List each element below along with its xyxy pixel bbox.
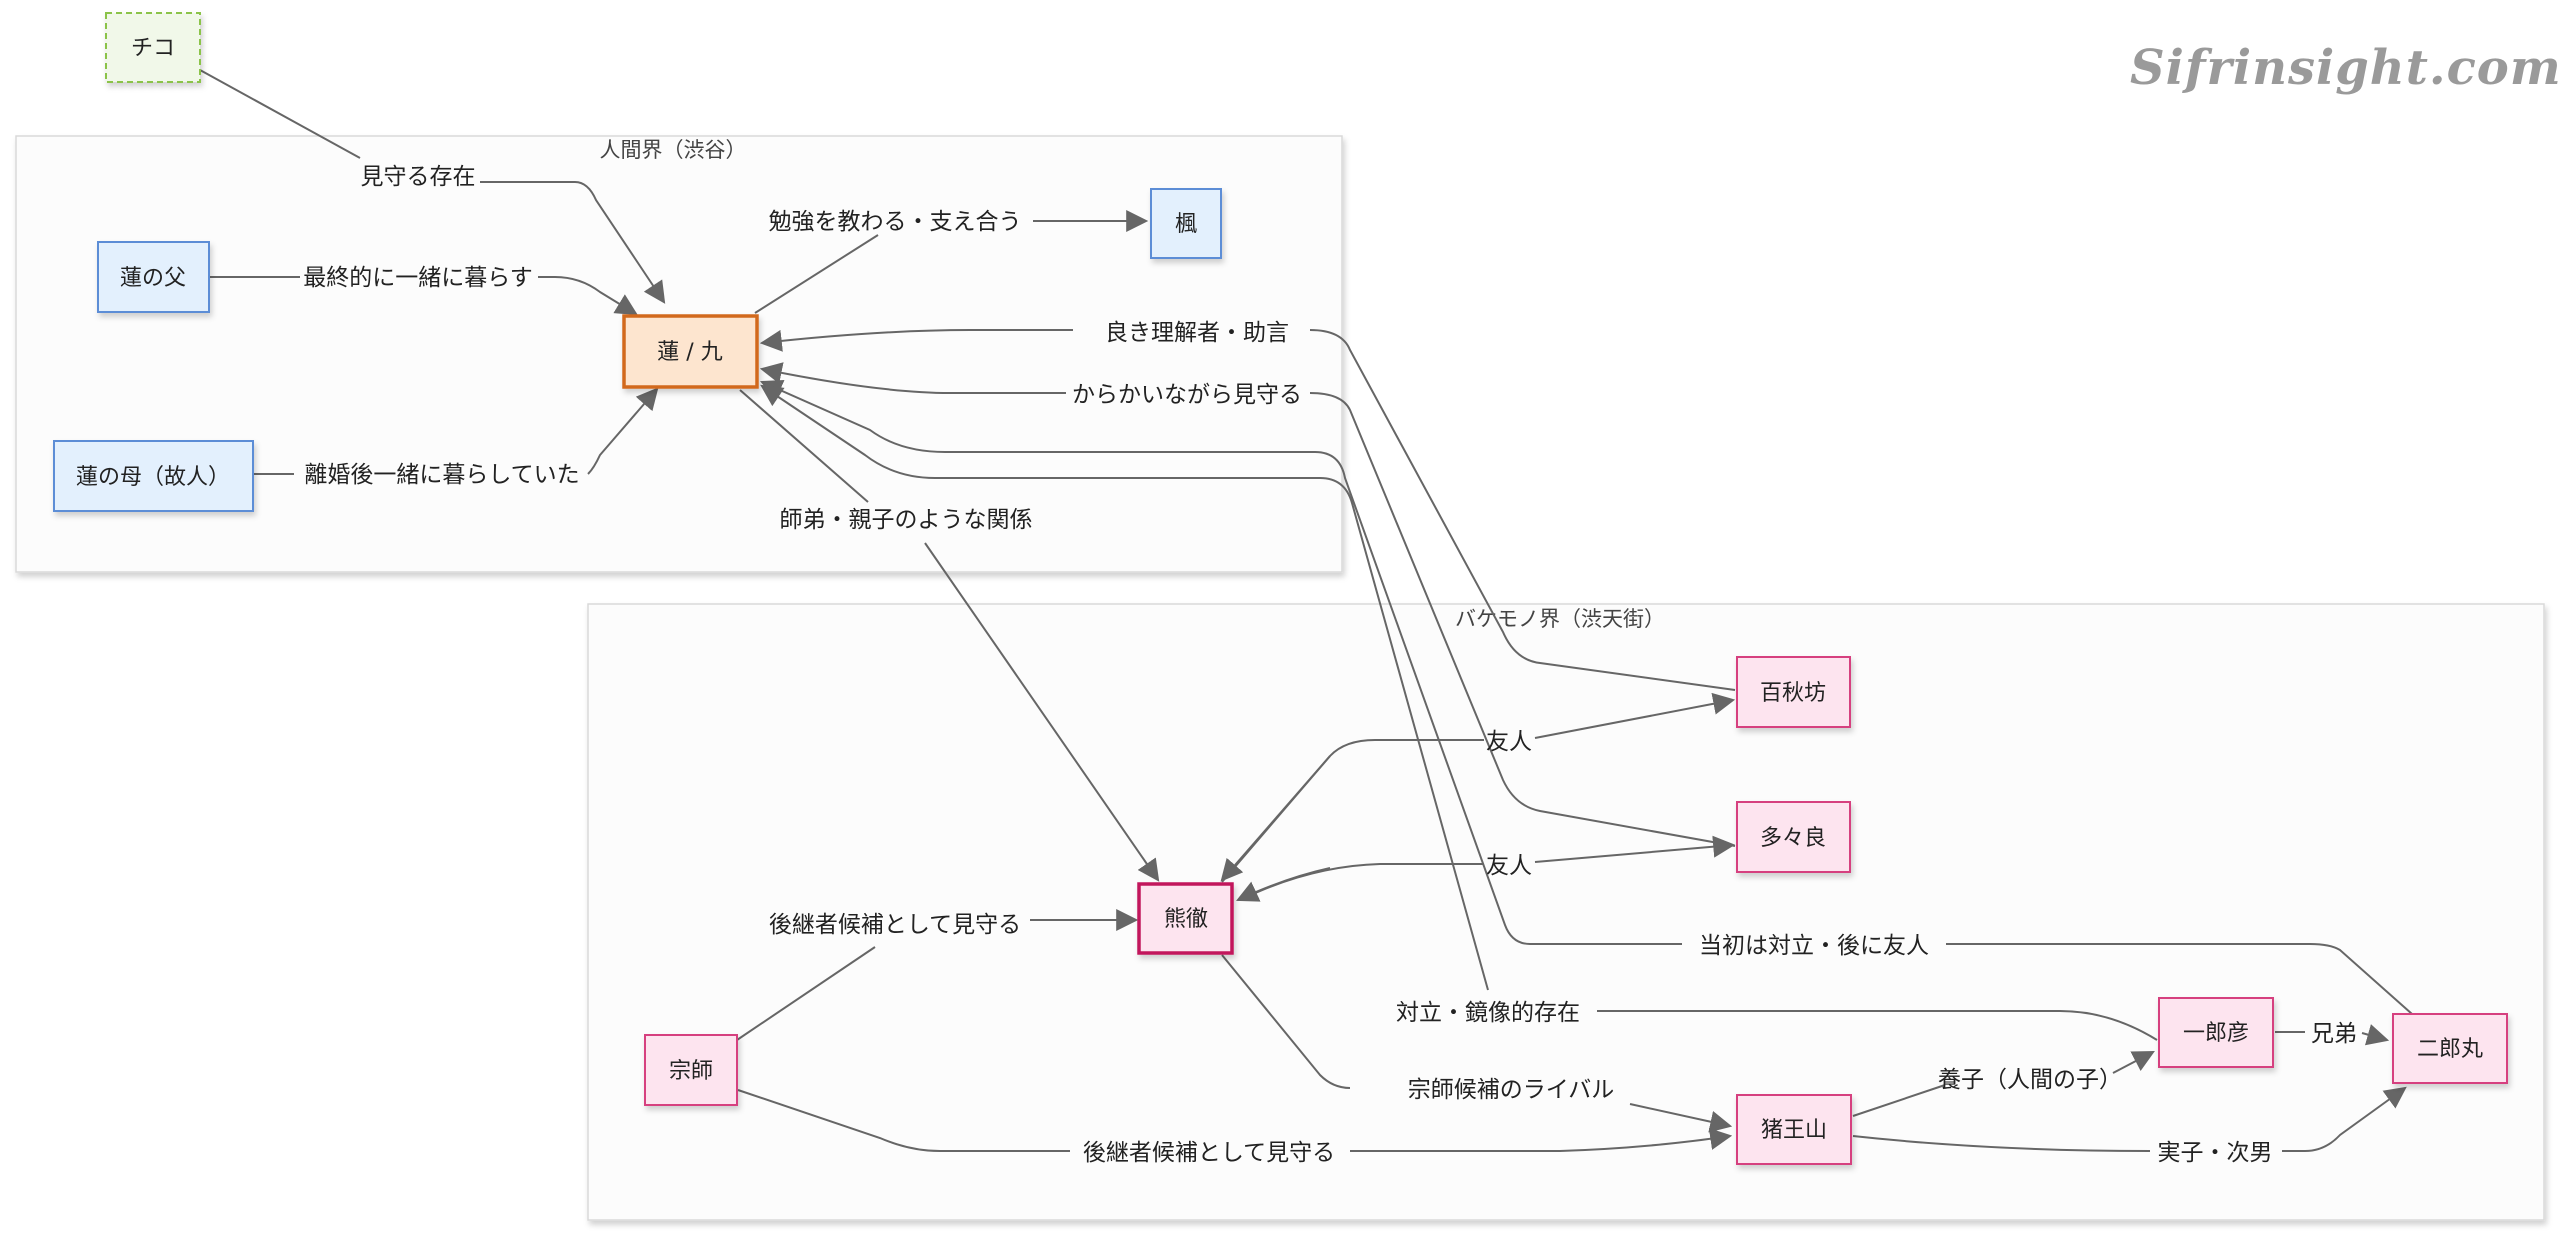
edge-labels: 見守る存在 最終的に一緒に暮らす 離婚後一緒に暮らしていた 勉強を教わる・支え合… (303, 164, 2357, 1166)
watermark-logo: Sifrinsight.com (2130, 40, 2560, 96)
edge-ichirohiko-jiromaru (2275, 1032, 2387, 1040)
group-monster-world-frame (587, 603, 2545, 1221)
edge-soushi-iozen (737, 1089, 1730, 1151)
node-label: 一郎彦 (2183, 1021, 2249, 1046)
node-ichirohiko[interactable]: 一郎彦 (2158, 997, 2274, 1068)
edge-label: 後継者候補として見守る (1083, 1140, 1335, 1166)
node-kaede[interactable]: 楓 (1150, 188, 1222, 259)
edge-chiko-ren (199, 69, 664, 302)
edge-hyakushubo-ren (762, 330, 1736, 691)
node-kumatetsu[interactable]: 熊徹 (1137, 882, 1234, 955)
node-label: 楓 (1175, 212, 1197, 237)
edge-label: 最終的に一緒に暮らす (303, 265, 533, 291)
group-human-world-label: 人間界（渋谷） (600, 138, 747, 162)
node-label: 二郎丸 (2417, 1037, 2483, 1062)
node-label: 猪王山 (1761, 1118, 1827, 1143)
edge-label: 対立・鏡像的存在 (1396, 1000, 1580, 1026)
edge-tatara-kumatetsu-head (1236, 867, 1331, 902)
node-ren-mother[interactable]: 蓮の母（故人） (53, 440, 254, 512)
node-jiromaru[interactable]: 二郎丸 (2392, 1013, 2508, 1084)
edge-ren-kumatetsu (739, 389, 1158, 880)
node-label: 蓮の母（故人） (76, 465, 230, 490)
edge-label: からかいながら見守る (1072, 382, 1302, 408)
edge-jiromaru-ren (762, 382, 2413, 1015)
node-iozen[interactable]: 猪王山 (1736, 1094, 1852, 1165)
edge-kumatetsu-hyakushubo (1221, 700, 1733, 883)
edge-label: 師弟・親子のような関係 (780, 507, 1033, 533)
node-label: チコ (131, 36, 175, 61)
edge-label: 兄弟 (2311, 1021, 2357, 1047)
edge-iozen-jiromaru (1852, 1088, 2405, 1152)
node-label: 蓮の父 (120, 266, 186, 291)
node-ren-kyuta[interactable]: 蓮 / 九 (622, 314, 759, 389)
edge-label: 良き理解者・助言 (1105, 320, 1289, 346)
node-ren-father[interactable]: 蓮の父 (97, 241, 210, 313)
node-hyakushubo[interactable]: 百秋坊 (1736, 656, 1851, 728)
node-tatara[interactable]: 多々良 (1736, 801, 1851, 873)
group-monster-world-label: バケモノ界（渋天街） (1455, 607, 1665, 631)
edge-label: 養子（人間の子） (1938, 1067, 2122, 1093)
node-label: 熊徹 (1164, 907, 1208, 932)
edge-label: 見守る存在 (361, 164, 476, 190)
node-soushi[interactable]: 宗師 (644, 1034, 738, 1106)
group-monster-world: バケモノ界（渋天街） (587, 603, 2545, 1221)
nodes: チコ 蓮の父 蓮 / 九 楓 蓮の母（故人） 百秋坊 多々良 熊徹 (53, 12, 2508, 1165)
edge-iozen-ichirohiko (1852, 1052, 2153, 1117)
edge-label: 実子・次男 (2158, 1140, 2273, 1166)
edge-label: 当初は対立・後に友人 (1699, 933, 1929, 959)
edge-label: 勉強を教わる・支え合う (769, 209, 1022, 235)
edges (199, 69, 2413, 1152)
edge-father-ren (209, 276, 636, 314)
node-label: 多々良 (1760, 826, 1826, 851)
edge-label: 離婚後一緒に暮らしていた (304, 462, 579, 488)
edge-soushi-kumatetsu (736, 920, 1136, 1041)
node-chiko[interactable]: チコ (105, 12, 201, 83)
node-label: 百秋坊 (1760, 681, 1826, 706)
edge-label: 後継者候補として見守る (769, 912, 1021, 938)
node-label: 蓮 / 九 (657, 340, 722, 365)
edge-ren-kaede (754, 221, 1146, 314)
edge-hyakushubo-kumatetsu-head (1220, 755, 1331, 882)
edge-label: 友人 (1486, 729, 1532, 755)
edge-label: 宗師候補のライバル (1408, 1077, 1615, 1103)
edge-label: 友人 (1486, 853, 1532, 879)
node-label: 宗師 (669, 1059, 713, 1084)
edge-tatara-ren (762, 369, 1736, 847)
edge-mother-ren (253, 389, 657, 475)
